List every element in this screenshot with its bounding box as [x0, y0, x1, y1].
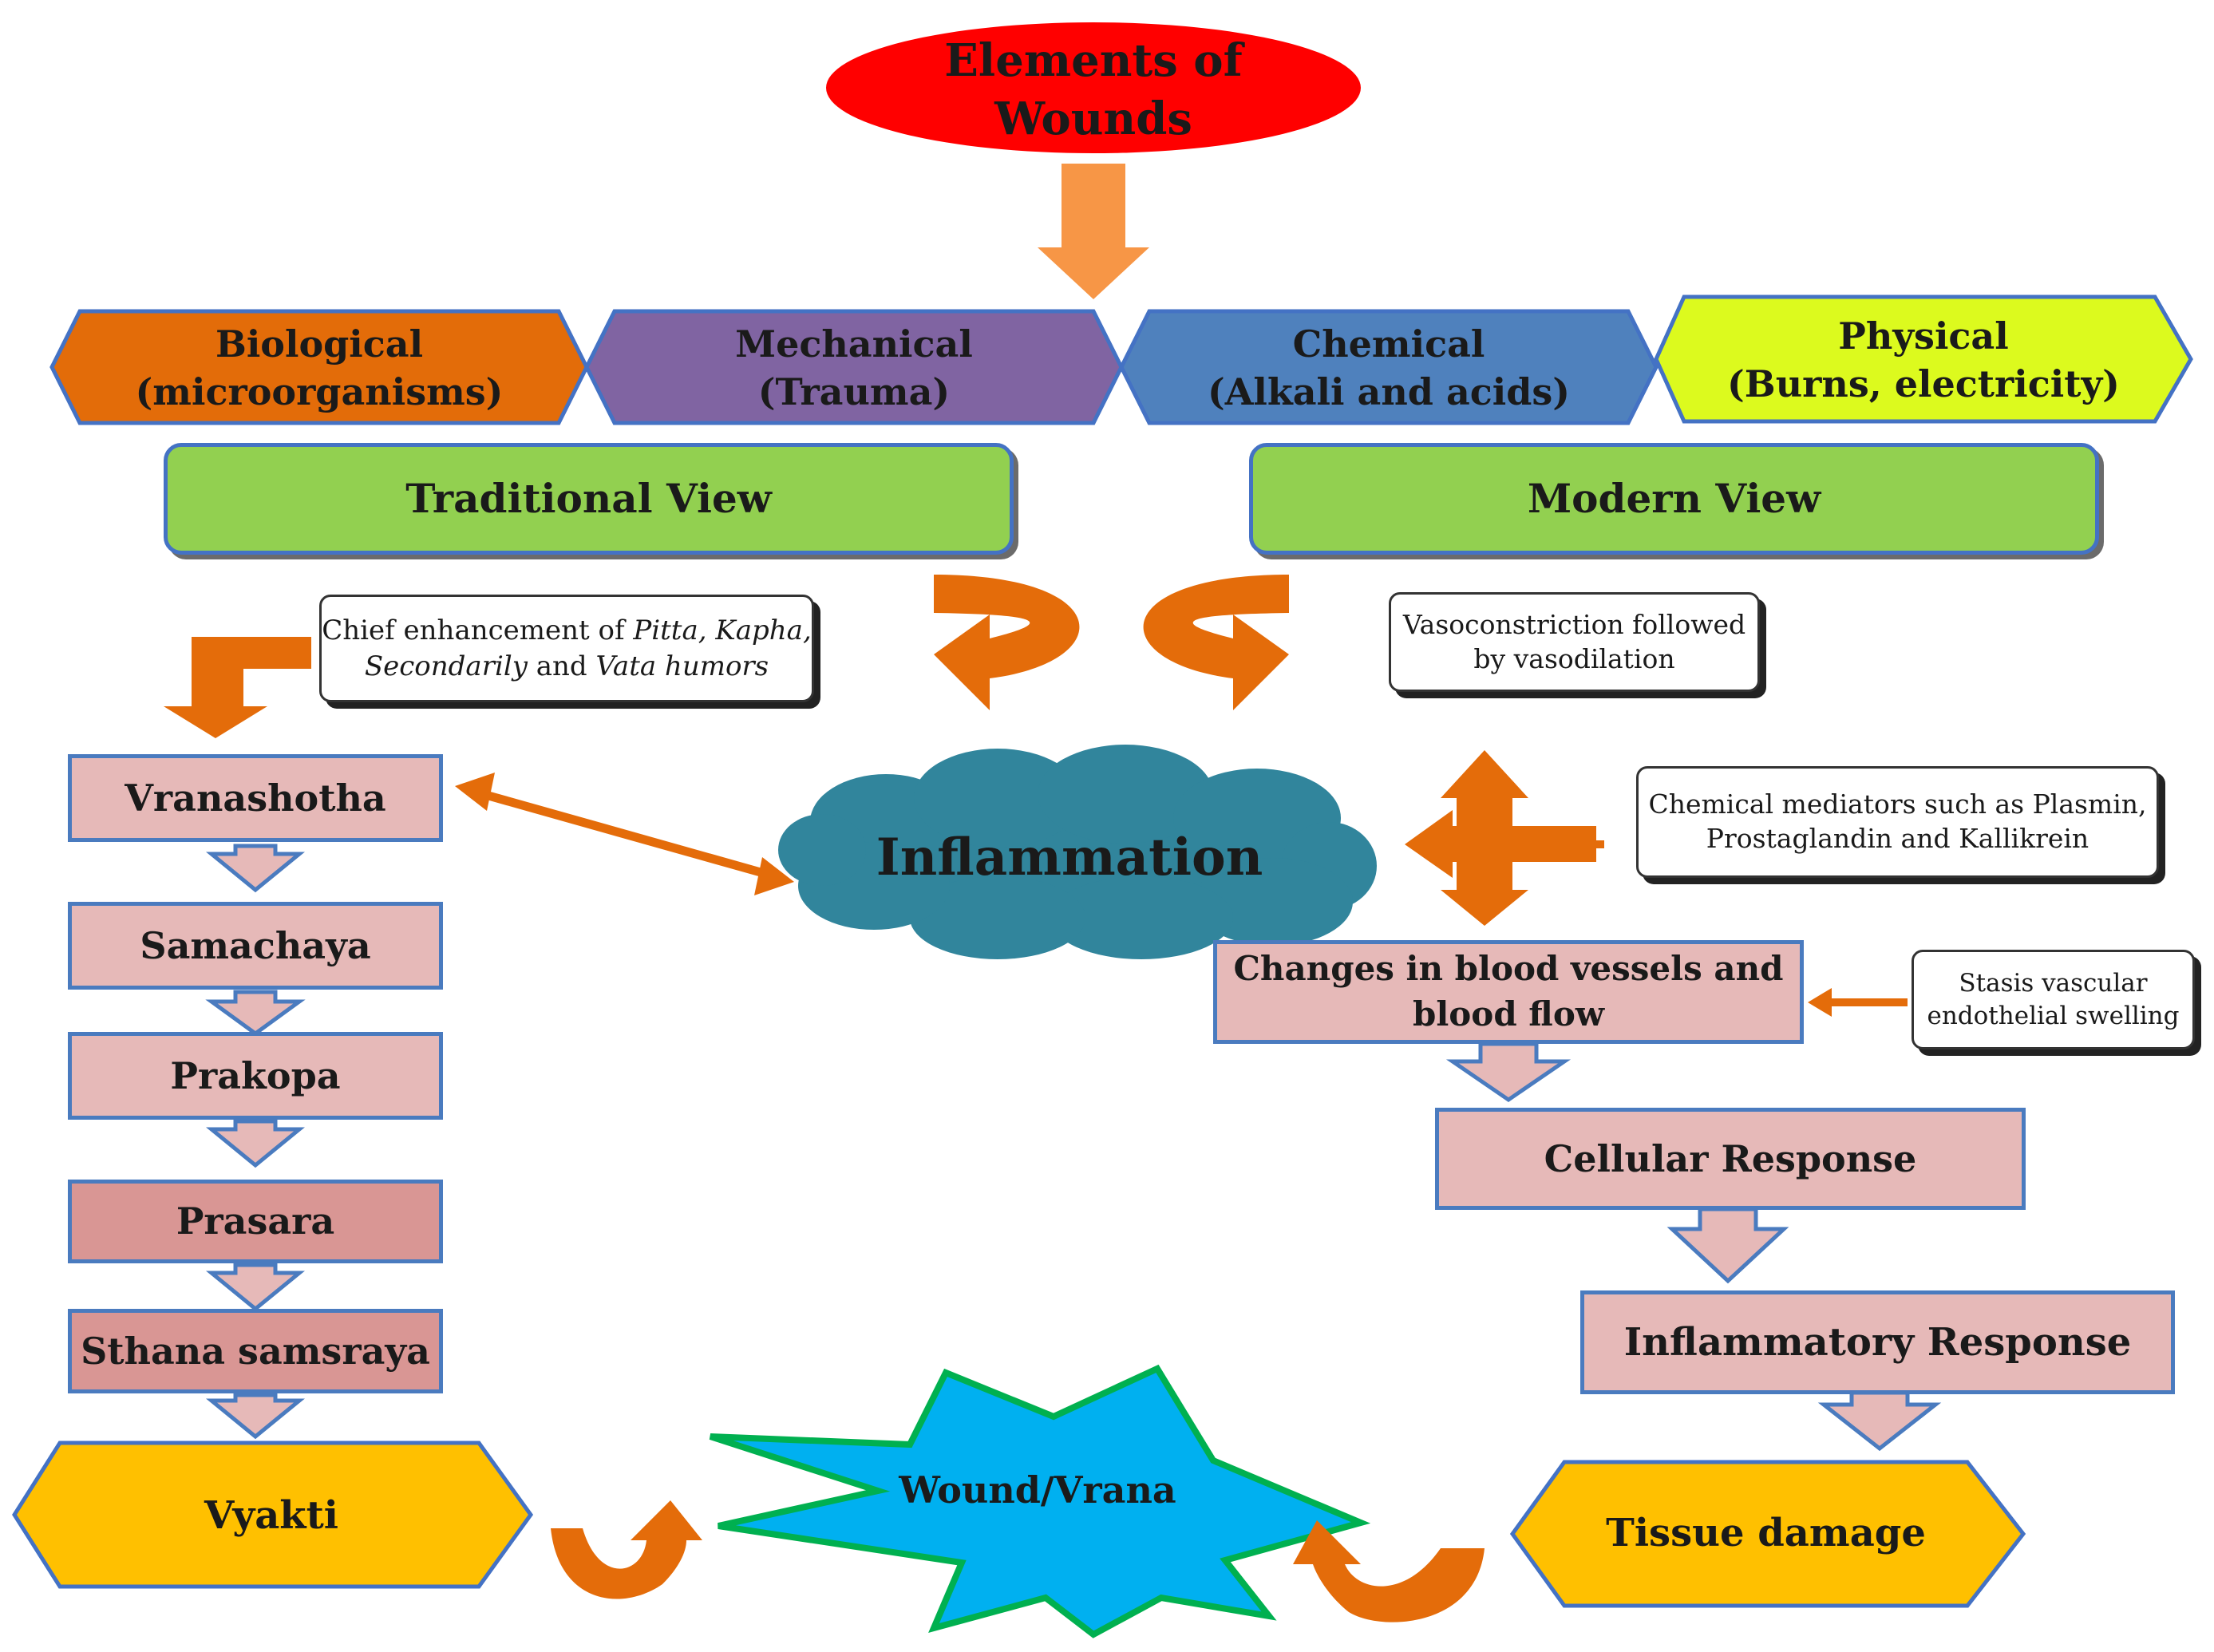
modern-stage-inflammatory: Inflammatory Response [1580, 1290, 2175, 1394]
trad-stage-5-label: Sthana samsraya [81, 1329, 430, 1373]
dosha-note-text-2: Pitta, Kapha, [633, 615, 812, 647]
dosha-note-line-1: Chief enhancement of Pitta, Kapha, [322, 613, 812, 648]
trad-arrow-4 [205, 1263, 306, 1312]
category-physical-line-2: (Burns, electricity) [1727, 362, 2120, 405]
three-way-arrow [1405, 750, 1596, 926]
dosha-l-arrow [164, 637, 311, 738]
wound-label: Wound/Vrana [899, 1468, 1176, 1512]
wound-star [709, 1364, 1371, 1638]
title: Elements of Wounds [866, 32, 1321, 148]
trad-stage-sthana-samsraya: Sthana samsraya [68, 1309, 443, 1393]
title-line-1: Elements of [944, 34, 1243, 87]
trad-stage-3-label: Prakopa [170, 1053, 341, 1097]
traditional-view: Traditional View [164, 443, 1014, 555]
double-arrow-head-right [754, 857, 794, 895]
category-chemical-line-2: (Alkali and acids) [1207, 370, 1571, 413]
bottom-curved-arrow-right [1293, 1520, 1485, 1622]
vaso-note: Vasoconstriction followed by vasodilatio… [1389, 592, 1760, 692]
category-biological-line-1: Biological [215, 322, 424, 366]
trad-stage-prasara: Prasara [68, 1180, 443, 1263]
inflammation-label: Inflammation [876, 828, 1263, 887]
trad-arrow-1 [205, 844, 306, 893]
category-physical-line-1: Physical [1838, 314, 2009, 358]
stasis-note: Stasis vascular endothelial swelling [1912, 950, 2195, 1049]
trad-stage-prakopa: Prakopa [68, 1032, 443, 1120]
traditional-view-label: Traditional View [405, 475, 772, 523]
category-physical: Physical (Burns, electricity) [1692, 313, 2155, 409]
vyakti-label: Vyakti [204, 1493, 338, 1538]
category-mechanical-line-2: (Trauma) [757, 370, 951, 413]
trad-stage-1-label: Vranashotha [125, 776, 386, 820]
modern-stage-2-label: Cellular Response [1544, 1136, 1917, 1180]
tissue-damage-shape [1509, 1460, 2026, 1608]
vaso-note-line-2: by vasodilation [1473, 642, 1675, 674]
mediators-note-line-2: Prostaglandin and Kallikrein [1706, 823, 2089, 854]
title-down-arrow [1038, 164, 1149, 299]
category-biological: Biological (microorganisms) [88, 321, 551, 417]
modern-stage-3-label: Inflammatory Response [1623, 1319, 2132, 1365]
bottom-curved-arrow-left [551, 1500, 702, 1599]
modern-view: Modern View [1249, 443, 2099, 555]
trad-arrow-2 [205, 990, 306, 1037]
modern-stage-1-line-1: Changes in blood vessels and [1233, 949, 1784, 989]
category-chemical: Chemical (Alkali and acids) [1157, 321, 1620, 417]
double-arrow-head-left [455, 773, 495, 811]
trad-arrow-5 [205, 1393, 306, 1440]
stasis-note-line-2: endothelial swelling [1927, 1001, 2180, 1030]
tissue-damage-label: Tissue damage [1606, 1511, 1926, 1555]
mediators-note: Chemical mediators such as Plasmin, Pros… [1636, 766, 2159, 878]
title-line-2: Wounds [994, 92, 1192, 145]
dosha-note-line-2: Secondarily and Vata humors [365, 649, 769, 684]
dosha-note-text-5: Vata humors [595, 650, 769, 682]
category-biological-shape [49, 309, 589, 425]
category-mechanical-line-1: Mechanical [735, 322, 973, 366]
category-mechanical: Mechanical (Trauma) [623, 321, 1085, 417]
category-chemical-shape [1119, 309, 1659, 425]
modern-stage-1-line-2: blood flow [1412, 994, 1605, 1033]
vaso-note-line-1: Vasoconstriction followed [1402, 608, 1746, 640]
category-biological-line-2: (microorganisms) [135, 370, 504, 413]
curved-arrow-right [1143, 575, 1289, 710]
modern-view-label: Modern View [1527, 475, 1821, 523]
modern-stage-cellular: Cellular Response [1435, 1108, 2026, 1210]
trad-arrow-3 [205, 1119, 306, 1168]
stasis-note-line-1: Stasis vascular [1959, 969, 2148, 998]
modern-arrow-1 [1445, 1041, 1572, 1103]
dosha-note-text-1: Chief enhancement of [322, 615, 634, 647]
dosha-note-text-3: Secondarily [364, 650, 528, 682]
modern-arrow-2 [1666, 1207, 1789, 1284]
category-chemical-line-1: Chemical [1292, 322, 1485, 366]
stasis-connector-head [1808, 988, 1832, 1017]
modern-stage-blood-vessels: Changes in blood vessels and blood flow [1213, 940, 1804, 1044]
modern-arrow-3 [1817, 1390, 1942, 1452]
title-ellipse [826, 22, 1361, 153]
inflammation-cloud [778, 745, 1377, 959]
curved-arrow-left [934, 575, 1080, 710]
trad-stage-samachaya: Samachaya [68, 902, 443, 990]
dosha-note: Chief enhancement of Pitta, Kapha, Secon… [319, 595, 814, 702]
mediators-note-line-1: Chemical mediators such as Plasmin, [1648, 788, 2147, 820]
category-physical-shape [1654, 294, 2193, 424]
trad-stage-2-label: Samachaya [140, 923, 371, 967]
vranashotha-inflammation-double-arrow-line [481, 789, 768, 879]
vyakti-shape [12, 1441, 534, 1589]
trad-stage-vranashotha: Vranashotha [68, 754, 443, 842]
category-mechanical-shape [584, 309, 1124, 425]
trad-stage-4-label: Prasara [176, 1199, 335, 1243]
dosha-note-text-4: and [527, 650, 596, 682]
